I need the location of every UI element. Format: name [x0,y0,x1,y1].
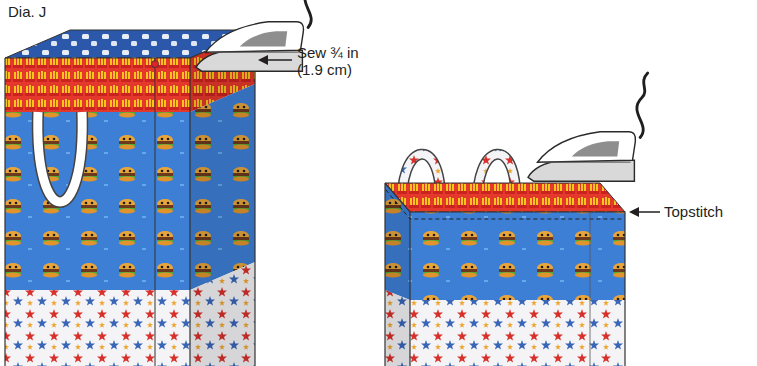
step-label: Topstitch [664,203,754,220]
bag-opening [385,183,625,212]
handle-outline [38,112,82,202]
arrow-head [258,55,268,65]
dimension-label: Sew ¾ in (1.9 cm) [297,44,367,78]
arrow-head [629,207,639,217]
bag-front-panel [5,112,190,290]
bag-front-panel [410,212,625,300]
seam-point [152,61,159,68]
side-shade [190,30,255,366]
fold-band-front [5,58,190,112]
topstitch-line [386,190,624,219]
side-shade [385,183,410,366]
iron-icon [528,73,648,181]
bag-bottom-band [5,290,190,366]
bag-outline [5,30,255,366]
bag-handle [38,112,82,202]
seam-line [155,58,156,366]
bag-bottom-band [410,300,625,366]
seam-line [590,212,591,366]
diagram-label: Dia. J [8,3,88,20]
bag-outline [385,183,625,366]
